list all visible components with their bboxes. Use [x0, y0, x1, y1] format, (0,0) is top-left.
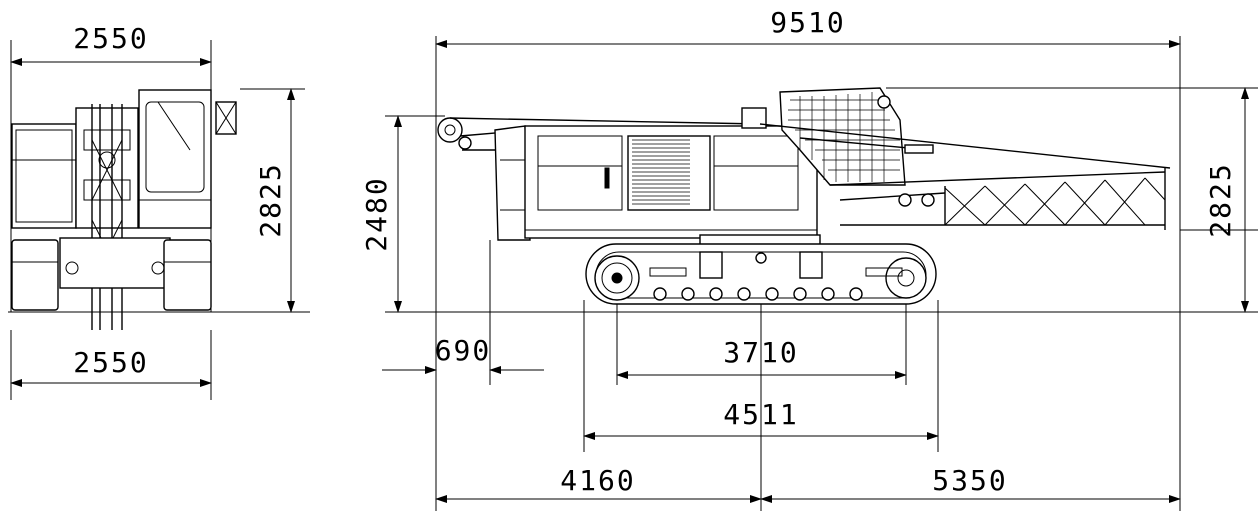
dim-rear-to-center: 4160 — [560, 464, 635, 497]
dim-bottom-width: 2550 — [73, 346, 148, 379]
dim-center-to-front: 5350 — [932, 464, 1007, 497]
dim-front-height: 2825 — [254, 162, 287, 237]
dim-overall-length: 9510 — [770, 6, 845, 39]
front-view: 2550 2550 2825 — [8, 22, 310, 400]
dim-top-width: 2550 — [73, 22, 148, 55]
dim-right-height: 2825 — [1204, 162, 1237, 237]
side-view: 9510 2480 2825 690 3710 4511 4160 5350 — [360, 6, 1258, 511]
dim-track-length: 4511 — [723, 398, 798, 431]
dim-tumbler-distance: 3710 — [723, 336, 798, 369]
dim-rear-offset: 690 — [435, 334, 492, 367]
cab-mesh — [788, 92, 900, 182]
dim-cab-height: 2480 — [360, 176, 393, 251]
house-grille — [632, 139, 690, 205]
